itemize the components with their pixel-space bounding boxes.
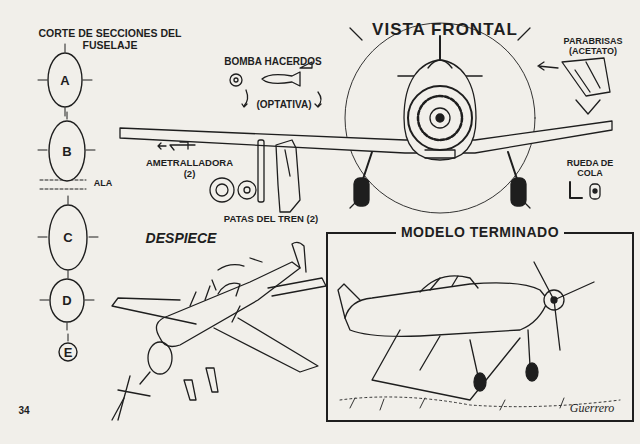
exploded-view: [112, 242, 326, 420]
section-oval: C: [48, 204, 88, 271]
label-box: (OPTATIVA): [246, 99, 322, 111]
section-letter: B: [48, 120, 86, 182]
part-label: VISTA FRONTAL: [372, 20, 518, 39]
label-box: PARABRISAS (ACETATO): [552, 36, 634, 57]
section-letter: D: [49, 278, 85, 323]
tail-wheel: [570, 182, 600, 199]
label-box: DESPIECE: [126, 230, 236, 246]
part-label: CORTE DE SECCIONES DEL FUSELAJE: [39, 27, 182, 51]
section-oval: D: [49, 278, 85, 323]
label-box: VISTA FRONTAL: [345, 20, 545, 40]
part-label: Guerrero: [570, 401, 614, 415]
section-outline: [50, 279, 84, 322]
section-outline: [49, 205, 87, 270]
label-box: AMETRALLADORA (2): [142, 158, 237, 180]
machine-gun: [158, 142, 195, 150]
front-view-plane: [120, 23, 612, 213]
label-box: CORTE DE SECCIONES DEL FUSELAJE: [30, 27, 190, 51]
part-label: PATAS DEL TREN (2): [224, 213, 318, 224]
windshield: [538, 58, 610, 114]
section-oval: E: [58, 342, 78, 362]
label-box: ALA: [88, 178, 118, 188]
part-label: (OPTATIVA): [257, 99, 312, 110]
label-box: BOMBA HACERDOS: [218, 56, 328, 68]
section-outline: [49, 121, 85, 181]
finished-model-sketch: [338, 262, 620, 410]
section-letter: C: [48, 204, 88, 271]
landing-gear-parts: [210, 140, 300, 212]
section-letter: E: [58, 342, 78, 362]
label-box: Guerrero: [556, 402, 628, 416]
section-outline: [59, 343, 77, 361]
finished-model-frame: MODELO TERMINADO: [326, 232, 634, 422]
frame-heading: MODELO TERMINADO: [396, 224, 564, 240]
section-oval: A: [47, 52, 83, 108]
section-crosshairs: [38, 44, 98, 341]
part-label: PARABRISAS (ACETATO): [564, 36, 623, 56]
label-box: PATAS DEL TREN (2): [222, 214, 320, 225]
part-label: BOMBA HACERDOS: [224, 56, 321, 67]
part-label: DESPIECE: [146, 230, 217, 246]
section-outline: [48, 53, 82, 107]
section-letter: A: [47, 52, 83, 108]
part-label: RUEDA DE COLA: [567, 158, 614, 178]
part-label: ALA: [94, 178, 113, 188]
wing-line: [40, 180, 86, 189]
label-box: RUEDA DE COLA: [558, 158, 622, 179]
part-label: 34: [18, 405, 29, 416]
section-oval: B: [48, 120, 86, 182]
label-box: 34: [12, 405, 36, 417]
part-label: AMETRALLADORA (2): [146, 157, 233, 179]
